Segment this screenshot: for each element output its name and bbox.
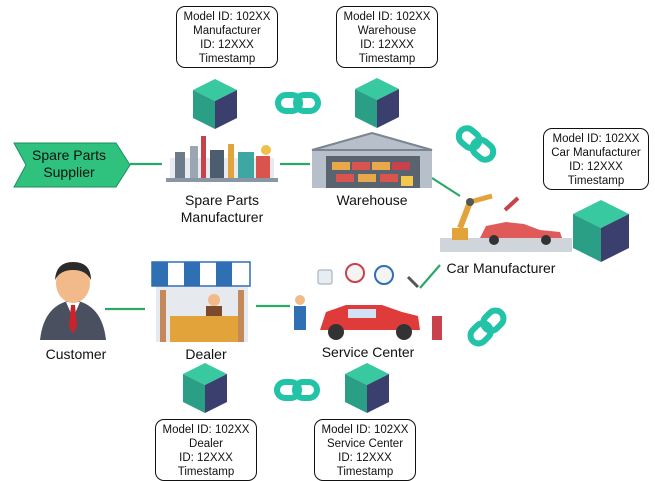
card-id: ID: 12XXX	[360, 39, 414, 51]
card-model-id: Model ID: 102XX	[183, 11, 271, 23]
info-card-warehouse: Model ID: 102XX Warehouse ID: 12XXX Time…	[336, 6, 438, 68]
chain-link-icon	[455, 125, 497, 163]
connector-warehouse-carmaker	[431, 177, 461, 197]
gauge-icon	[374, 265, 394, 285]
card-model-id: Model ID: 102XX	[321, 424, 409, 436]
block-cube-warehouse	[355, 78, 399, 128]
block-cube-dealer	[183, 363, 227, 413]
card-role: Dealer	[189, 438, 223, 450]
supplier-label: Spare Parts Supplier	[14, 147, 124, 181]
card-model-id: Model ID: 102XX	[552, 133, 640, 145]
card-model-id: Model ID: 102XX	[343, 11, 431, 23]
warehouse-icon	[311, 131, 433, 188]
card-timestamp: Timestamp	[336, 466, 394, 478]
connector-carmaker-service	[419, 264, 441, 289]
customer-label: Customer	[45, 346, 107, 362]
dealer-label: Dealer	[185, 346, 227, 362]
card-id: ID: 12XXX	[200, 39, 254, 51]
customer-avatar	[40, 262, 106, 340]
car-manufacturer-label: Car Manufacturer	[446, 260, 556, 276]
warehouse-label: Warehouse	[336, 192, 408, 208]
card-timestamp: Timestamp	[177, 466, 235, 478]
service-center-label: Service Center	[321, 344, 415, 360]
card-role: Car Manufacturer	[551, 147, 641, 159]
card-timestamp: Timestamp	[358, 53, 416, 65]
chain-link-icon	[275, 92, 321, 114]
chain-link-icon	[467, 307, 507, 347]
factory-icon	[166, 136, 278, 182]
wrench-icon	[406, 275, 420, 289]
card-id: ID: 12XXX	[179, 452, 233, 464]
info-card-dealer: Model ID: 102XX Dealer ID: 12XXX Timesta…	[155, 419, 257, 481]
spare-parts-manufacturer-label: Spare Parts Manufacturer	[180, 192, 264, 225]
card-timestamp: Timestamp	[567, 175, 625, 187]
block-cube-car-manufacturer	[573, 200, 629, 262]
connectors	[105, 162, 461, 311]
service-center-icon	[294, 263, 442, 340]
block-cube-manufacturer	[193, 79, 237, 129]
laptop-icon	[317, 269, 333, 285]
card-model-id: Model ID: 102XX	[162, 424, 250, 436]
storefront-icon	[151, 261, 251, 342]
supplier-chevron-icon	[13, 142, 131, 188]
chain-link-icon	[274, 379, 320, 401]
info-card-manufacturer: Model ID: 102XX Manufacturer ID: 12XXX T…	[176, 6, 278, 68]
card-id: ID: 12XXX	[338, 452, 392, 464]
card-id: ID: 12XXX	[569, 161, 623, 173]
block-cube-service-center	[345, 363, 389, 413]
card-role: Manufacturer	[193, 25, 261, 37]
card-role: Warehouse	[357, 25, 417, 37]
card-role: Service Center	[326, 438, 404, 450]
card-timestamp: Timestamp	[198, 53, 256, 65]
supplier-label-text: Spare Parts Supplier	[32, 147, 106, 180]
info-card-car-manufacturer: Model ID: 102XX Car Manufacturer ID: 12X…	[543, 128, 649, 190]
car-factory-icon	[440, 193, 572, 252]
gear-icon	[345, 263, 365, 283]
info-card-service-center: Model ID: 102XX Service Center ID: 12XXX…	[314, 419, 416, 481]
